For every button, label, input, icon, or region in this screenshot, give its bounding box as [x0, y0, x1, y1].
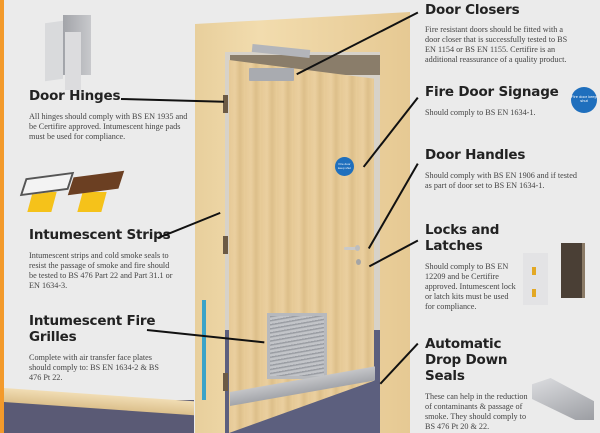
lock-intumescent-kit-image — [523, 253, 548, 305]
door-closer-body — [249, 68, 294, 81]
callout-title: Door Handles — [425, 147, 526, 163]
door-handle-rose — [355, 245, 360, 251]
hinge-pad-left — [45, 20, 63, 82]
callout-text: These can help in the reduction of conta… — [425, 392, 528, 431]
callout-text: Should comply to BS EN 1634-1. — [425, 108, 536, 117]
hinge-top — [223, 95, 228, 113]
callout-title: Intumescent Strips — [29, 227, 171, 243]
callout-title: Intumescent Fire Grilles — [29, 313, 156, 345]
drop-seal-product-image — [532, 378, 594, 420]
hinge-product-image — [45, 10, 95, 90]
callout-text: Intumescent strips and cold smoke seals … — [29, 251, 173, 290]
callout-title: Fire Door Signage — [425, 84, 559, 100]
callout-title: Locks and Latches — [425, 222, 500, 254]
intumescent-grille — [267, 313, 327, 379]
door-handle-lever — [344, 247, 358, 250]
intumescent-strip-white-image — [19, 171, 75, 197]
callout-door-closers: Door Closers Fire resistant doors should… — [425, 2, 575, 65]
callout-text: Fire resistant doors should be fitted wi… — [425, 25, 568, 64]
hinge-middle — [223, 236, 228, 254]
strip-brown-intumescent — [77, 192, 107, 212]
fire-door-keep-shut-sign: Fire door keep shut — [335, 157, 354, 176]
callout-door-hinges: Door Hinges All hinges should comply wit… — [29, 88, 189, 142]
hinge-bottom — [223, 373, 228, 391]
callout-locks-and-latches: Locks and Latches Should comply to BS EN… — [425, 222, 520, 312]
intumescent-edge-strip — [202, 300, 206, 400]
callout-fire-door-signage: Fire Door Signage Should comply to BS EN… — [425, 84, 565, 118]
signage-product-image: Fire door keep shut — [571, 87, 597, 113]
lock-kit-cutout-bottom — [532, 289, 536, 297]
callout-title: Door Closers — [425, 2, 520, 18]
callout-title: Automatic Drop Down Seals — [425, 336, 508, 384]
callout-text: Should comply to BS EN 12209 and be Cert… — [425, 262, 516, 311]
mortice-lock-image — [561, 243, 585, 298]
strip-white-intumescent — [27, 192, 57, 212]
hinge-pad-right — [65, 32, 81, 90]
callout-intumescent-strips: Intumescent Strips Intumescent strips an… — [29, 227, 179, 291]
callout-text: Complete with air transfer face plates s… — [29, 353, 159, 382]
callout-text: All hinges should comply with BS EN 1935… — [29, 112, 188, 141]
callout-title: Door Hinges — [29, 88, 121, 104]
callout-automatic-drop-down-seals: Automatic Drop Down Seals These can help… — [425, 336, 530, 432]
lock-kit-cutout-top — [532, 267, 536, 275]
callout-text: Should comply with BS EN 1906 and if tes… — [425, 171, 577, 190]
keyhole-escutcheon — [356, 259, 361, 265]
orange-accent-stripe — [0, 0, 4, 433]
callout-door-handles: Door Handles Should comply with BS EN 19… — [425, 147, 585, 191]
callout-intumescent-fire-grilles: Intumescent Fire Grilles Complete with a… — [29, 313, 169, 383]
